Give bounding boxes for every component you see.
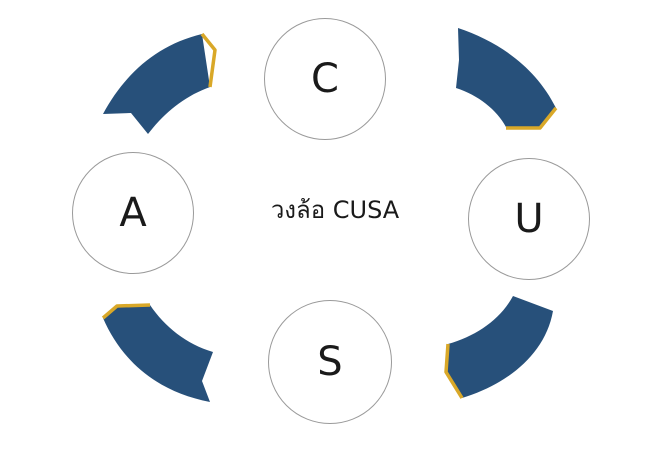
- circle-node-s: S: [268, 300, 392, 424]
- arrow-edge-highlight: [444, 343, 464, 399]
- arrow-body: [446, 296, 553, 398]
- arrow-segment-bottom-left: [101, 303, 213, 402]
- node-label-s: S: [317, 339, 343, 385]
- arrow-body: [456, 28, 556, 127]
- arrow-segment-bottom-right: [444, 296, 553, 399]
- diagram-title: วงล้อ CUSA: [270, 196, 400, 224]
- node-label-u: U: [514, 196, 544, 242]
- node-label-c: C: [311, 56, 339, 102]
- circle-node-u: U: [468, 158, 590, 280]
- arrow-segment-top-right: [456, 28, 558, 130]
- circle-node-a: A: [72, 152, 194, 274]
- node-label-a: A: [119, 190, 147, 236]
- arrow-edge-highlight: [200, 32, 217, 88]
- circle-node-c: C: [264, 18, 386, 140]
- arrow-edge-highlight: [506, 106, 558, 130]
- arrow-body: [103, 34, 210, 134]
- arrow-segment-top-left: [103, 32, 217, 134]
- arrow-edge-highlight: [101, 303, 151, 320]
- arrow-body: [103, 305, 213, 402]
